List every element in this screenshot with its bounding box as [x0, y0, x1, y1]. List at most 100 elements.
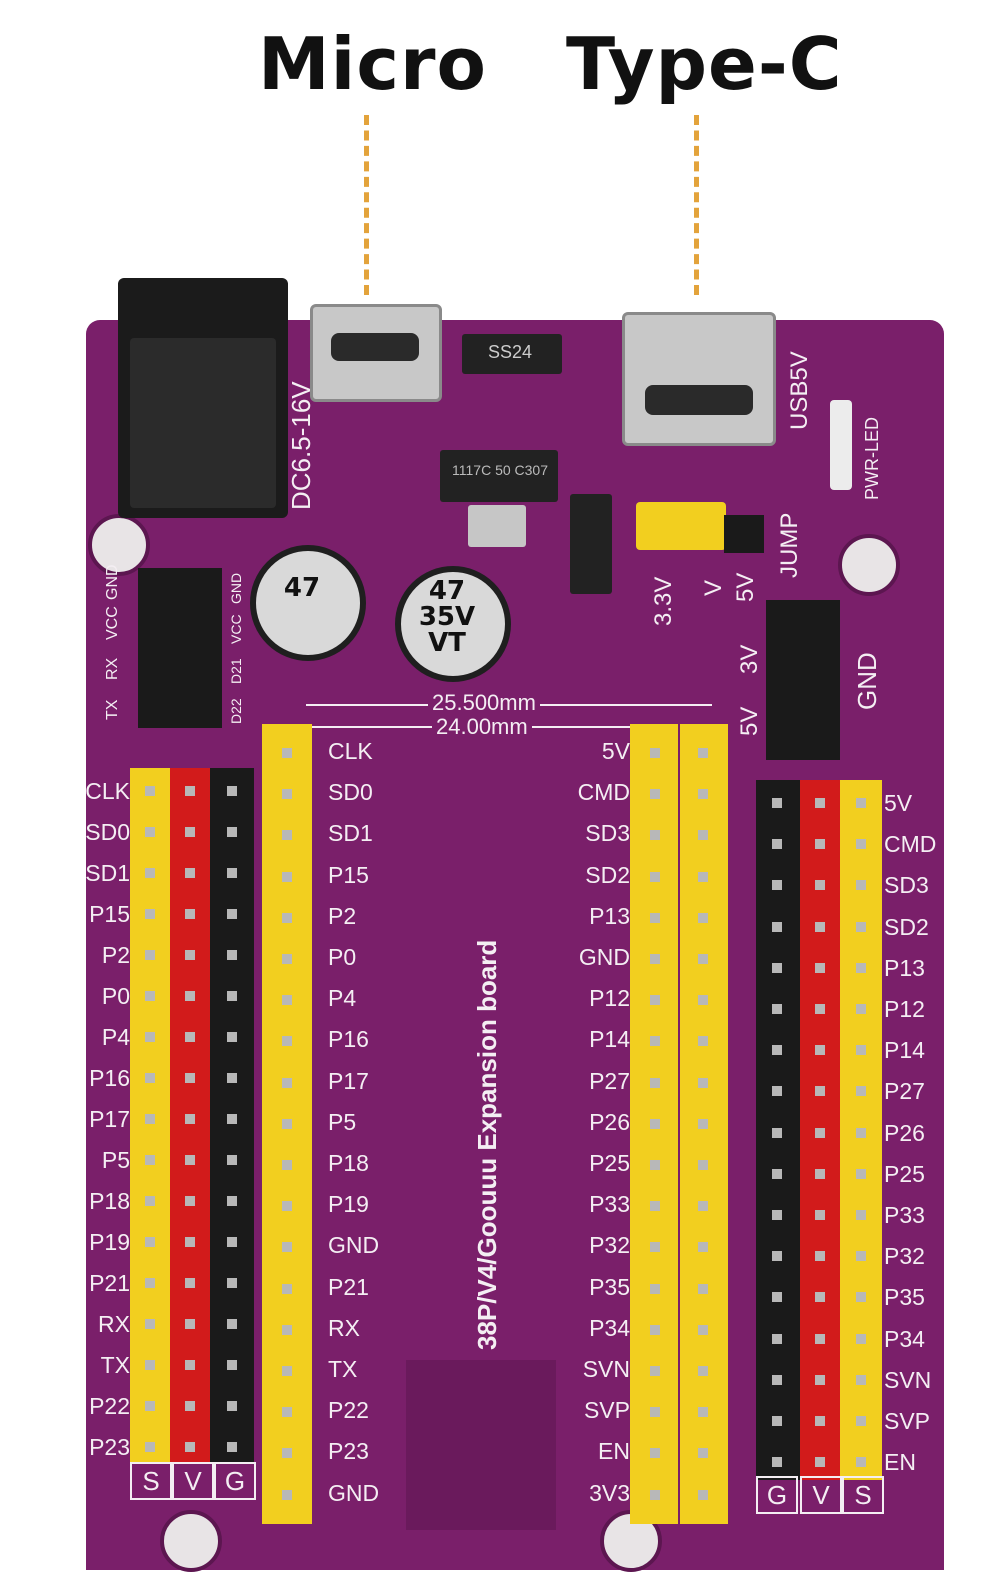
pin-label: SD3	[585, 820, 630, 847]
right-v-box: V	[800, 1476, 842, 1514]
ss24-diode-b	[570, 494, 612, 594]
header-pin	[698, 1489, 708, 1500]
header-pin	[815, 1251, 825, 1262]
header-pin	[185, 1114, 195, 1124]
header-pin	[227, 1032, 237, 1042]
header-pin	[227, 1442, 237, 1452]
pin-label: P2	[101, 942, 130, 968]
uart-label: TX	[104, 699, 121, 720]
header-pin	[227, 1073, 237, 1083]
header-pin	[772, 1004, 782, 1014]
pin-label: CMD	[884, 831, 937, 858]
header-pin	[227, 991, 237, 1001]
header-pin	[227, 909, 237, 919]
pin-label: P14	[884, 1037, 925, 1064]
header-pin	[772, 1168, 782, 1179]
pin-label: P12	[884, 996, 925, 1022]
header-pin	[145, 1442, 155, 1452]
header-pin	[282, 1489, 292, 1500]
top-right-3v: 3V	[736, 644, 763, 674]
v33-label: 3.3V	[650, 576, 677, 626]
header-pin	[282, 912, 292, 923]
power-led-label: PWR-LED	[862, 416, 882, 500]
header-pin	[815, 1168, 825, 1179]
header-pin	[650, 1242, 660, 1253]
header-pin	[856, 1333, 866, 1344]
pin-label: P22	[89, 1393, 130, 1419]
header-pin	[815, 1004, 825, 1014]
header-pin	[282, 1407, 292, 1418]
header-pin	[227, 1196, 237, 1206]
header-pin	[856, 1251, 866, 1262]
header-pin	[227, 786, 237, 796]
header-pin	[698, 789, 708, 800]
voltage-regulator	[440, 450, 558, 502]
pin-label: CLK	[328, 738, 373, 764]
pin-label: SVP	[884, 1408, 931, 1434]
left-s-box: S	[130, 1462, 172, 1500]
header-pin	[185, 1196, 195, 1206]
pin-label: P18	[89, 1188, 130, 1214]
pin-label: P27	[884, 1078, 925, 1105]
pin-label: CLK	[85, 778, 130, 804]
pin-label: P12	[589, 985, 630, 1012]
header-pin	[650, 1160, 660, 1170]
module-footprint	[406, 1360, 556, 1530]
header-pin	[856, 880, 866, 891]
header-pin	[772, 798, 782, 808]
mounting-hole	[838, 534, 900, 596]
pin-label: SVN	[582, 1356, 630, 1382]
header-pin	[282, 995, 292, 1006]
pin-label: P33	[884, 1202, 925, 1228]
header-pin	[698, 1160, 708, 1170]
pin-label: SVN	[884, 1366, 932, 1393]
header-pin	[185, 1237, 195, 1247]
pin-label: P19	[89, 1229, 130, 1255]
pin-label: SD2	[884, 913, 929, 940]
header-pin	[650, 1283, 660, 1294]
pin-label: P33	[589, 1191, 630, 1218]
header-pin	[650, 748, 660, 758]
header-pin	[650, 1036, 660, 1047]
v-label: V	[700, 579, 727, 596]
header-pin	[856, 1292, 866, 1303]
header-pin	[772, 1086, 782, 1097]
header-pin	[856, 1127, 866, 1138]
pin-label: P4	[101, 1024, 130, 1050]
pin-label: P14	[589, 1026, 630, 1053]
header-pin	[227, 1401, 237, 1411]
header-pin	[145, 1360, 155, 1370]
header-pin	[815, 1086, 825, 1097]
header-pin	[185, 1073, 195, 1083]
header-pin	[698, 830, 708, 841]
pin-label: P27	[589, 1067, 630, 1094]
header-pin	[698, 1201, 708, 1212]
header-pin	[698, 1448, 708, 1459]
pin-label: P13	[884, 954, 925, 981]
header-pin	[145, 909, 155, 919]
pin-label: P0	[328, 944, 357, 970]
header-pin	[815, 1333, 825, 1344]
uart-header	[138, 568, 222, 728]
dimension-24mm: 24.00mm	[432, 714, 532, 740]
header-pin	[698, 912, 708, 923]
header-pin	[227, 1114, 237, 1124]
header-pin	[282, 789, 292, 800]
header-pin	[815, 798, 825, 808]
pin-label: P25	[589, 1150, 630, 1176]
header-pin	[227, 950, 237, 960]
header-pin	[185, 786, 195, 796]
header-pin	[698, 871, 708, 882]
header-pin	[856, 921, 866, 932]
pin-label: P15	[89, 901, 130, 927]
v5-label: 5V	[732, 572, 759, 602]
header-pin	[650, 954, 660, 964]
pin-label: P21	[328, 1273, 369, 1300]
header-pin	[698, 1324, 708, 1335]
header-pin	[698, 1407, 708, 1418]
pin-label: P35	[589, 1273, 630, 1300]
header-pin	[815, 1210, 825, 1220]
header-pin	[650, 1489, 660, 1500]
power-jumper[interactable]	[636, 502, 726, 550]
pin-label: SD2	[585, 861, 630, 888]
